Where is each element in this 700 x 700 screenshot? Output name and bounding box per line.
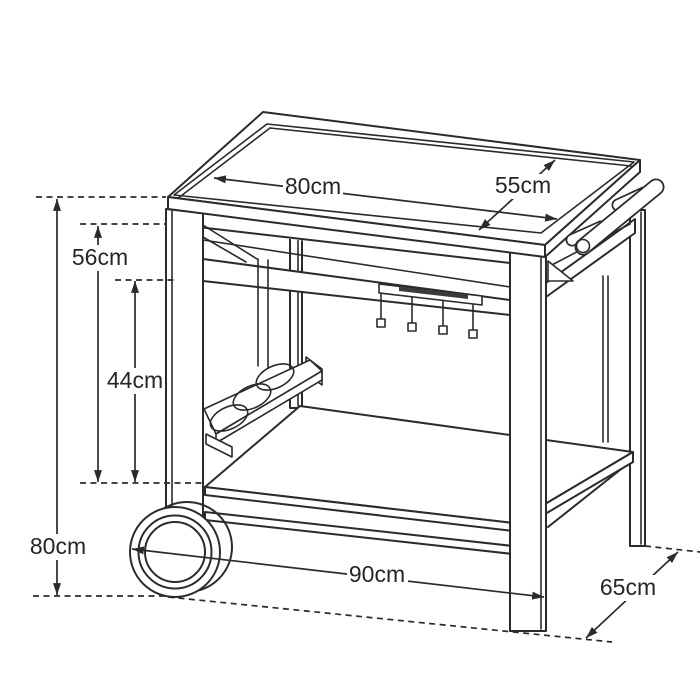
dim-overall-height: 80cm [30, 199, 87, 595]
dim-label-overall-width: 90cm [349, 561, 405, 587]
bottle-hole-3 [255, 363, 295, 391]
dim-overall-depth: 65cm [585, 551, 679, 639]
dim-label-top-width: 80cm [285, 173, 341, 199]
dim-upper-height: 56cm [72, 226, 129, 482]
utensil-hook-rail [376, 283, 483, 339]
hook-2 [407, 296, 417, 332]
dim-top-depth: 55cm [478, 159, 556, 231]
hook-3 [438, 299, 448, 335]
top-apron [171, 215, 545, 288]
dim-label-overall-height: 80cm [30, 533, 86, 559]
bottle-holder-shelf [203, 356, 323, 458]
dim-lower-height: 44cm [107, 281, 164, 482]
dim-label-lower-height: 44cm [107, 367, 163, 393]
dim-label-upper-height: 56cm [72, 244, 128, 270]
hook-1 [376, 292, 386, 328]
handle-end-cap [575, 238, 591, 254]
cart-drawing [129, 111, 665, 632]
wheel-tire [129, 506, 221, 598]
ref-line-ground-back [644, 545, 700, 553]
front-stretcher [202, 258, 511, 316]
dim-top-width: 80cm [213, 173, 558, 222]
dim-label-overall-depth: 65cm [600, 574, 656, 600]
front-right-leg [509, 251, 547, 632]
back-right-leg [629, 209, 646, 547]
dimension-annotations: 80cm 55cm 56cm 44cm 80cm [30, 159, 700, 643]
dim-label-top-depth: 55cm [495, 172, 551, 198]
bottom-shelf [204, 405, 634, 555]
ref-line-ground-front [167, 596, 613, 643]
right-corner-brace [547, 260, 574, 282]
hook-4 [468, 303, 478, 339]
reference-lines [33, 196, 700, 643]
bottle-hole-2 [232, 383, 272, 411]
dim-overall-width: 90cm [131, 546, 545, 600]
side-handle [565, 178, 665, 256]
left-corner-brace [202, 224, 269, 369]
